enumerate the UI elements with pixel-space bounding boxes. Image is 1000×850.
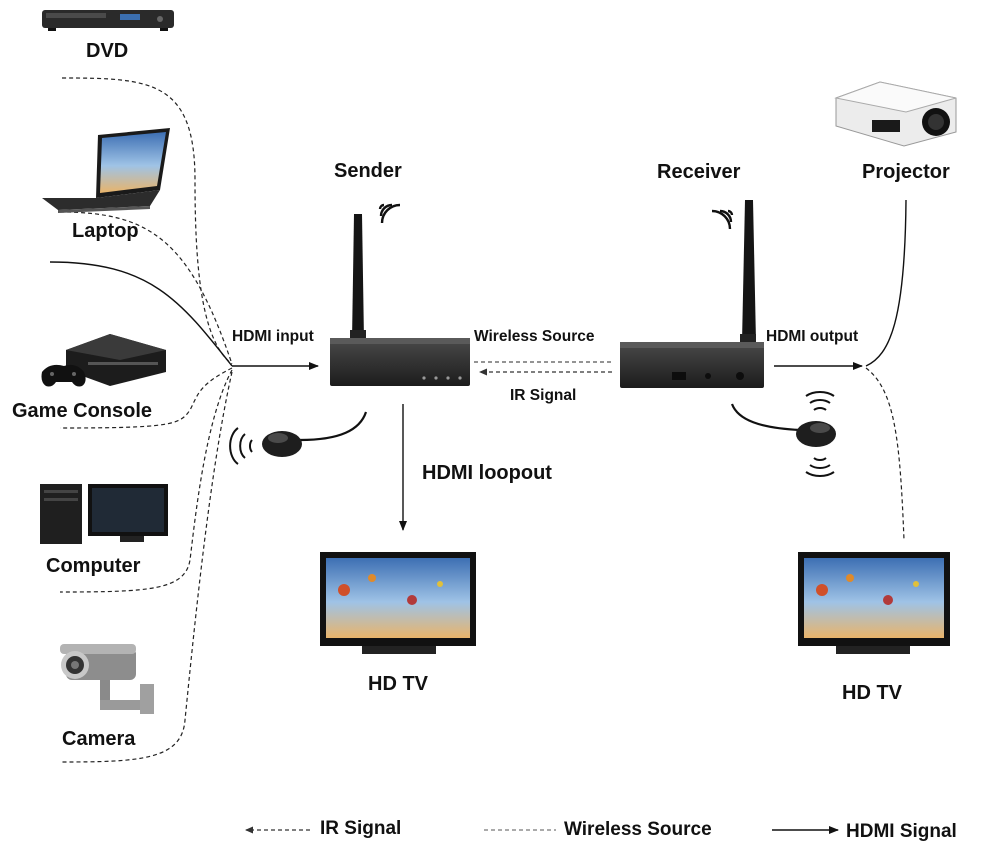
camera-icon xyxy=(60,644,154,714)
wifi-icon xyxy=(711,209,734,230)
source-bracket xyxy=(59,77,233,763)
receiver-title: Receiver xyxy=(657,161,741,183)
dvd-player-icon xyxy=(42,10,174,31)
projector-line xyxy=(865,199,907,367)
computer-label: Computer xyxy=(46,555,141,577)
hdmi-output-label: HDMI output xyxy=(766,328,859,345)
ir-receiver-cable xyxy=(299,411,368,442)
tv-icon xyxy=(320,552,476,654)
ir-signal-label: IR Signal xyxy=(510,387,577,404)
game-console-icon xyxy=(41,334,166,387)
sender-antenna xyxy=(350,214,366,340)
laptop-label: Laptop xyxy=(72,220,139,242)
dvd-label: DVD xyxy=(86,40,129,62)
camera-label: Camera xyxy=(62,728,136,750)
legend-hdmi-label: HDMI Signal xyxy=(846,821,957,842)
ir-wave-icon xyxy=(229,427,253,465)
right-tv-line xyxy=(865,367,905,541)
ir-wave-icon xyxy=(805,391,835,477)
legend-wireless-label: Wireless Source xyxy=(564,819,712,840)
right-tv-label: HD TV xyxy=(842,682,902,704)
wireless-source-label: Wireless Source xyxy=(474,328,595,345)
projector-label: Projector xyxy=(862,161,950,183)
tv-icon xyxy=(798,552,950,654)
laptop-icon xyxy=(42,128,170,213)
hdmi-input-label: HDMI input xyxy=(232,328,314,345)
ir-receiver-icon xyxy=(262,431,302,457)
projector-icon xyxy=(834,81,957,147)
ir-blaster-icon xyxy=(796,421,836,447)
hdmi-source-line xyxy=(49,261,233,367)
receiver-antenna xyxy=(740,200,756,344)
sender-title: Sender xyxy=(334,160,402,182)
computer-icon xyxy=(40,484,168,544)
sender-box-icon xyxy=(330,338,470,386)
hdmi-loopout-label: HDMI loopout xyxy=(422,462,552,484)
receiver-box-icon xyxy=(620,342,764,388)
legend-ir-label: IR Signal xyxy=(320,818,402,839)
left-tv-label: HD TV xyxy=(368,673,428,695)
game-console-label: Game Console xyxy=(12,400,153,422)
ir-blaster-cable xyxy=(730,403,801,432)
wifi-icon xyxy=(378,203,401,224)
